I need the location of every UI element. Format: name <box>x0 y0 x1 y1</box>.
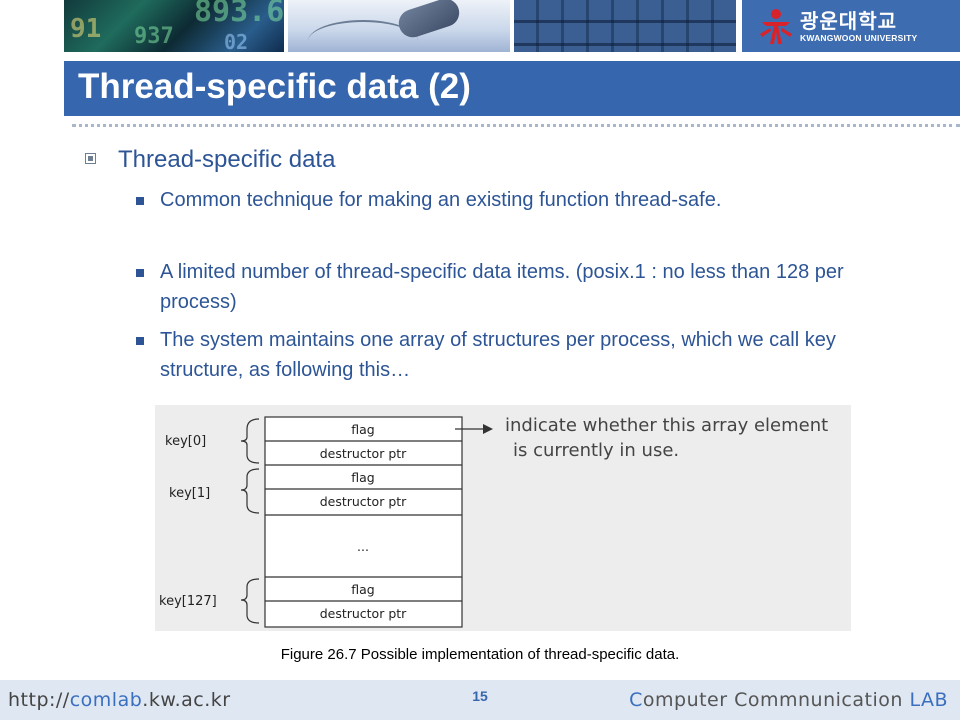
url-highlight: comlab <box>69 689 143 711</box>
title-divider <box>72 124 960 127</box>
university-name-english: KWANGWOON UNIVERSITY <box>800 33 918 43</box>
key-label: key[0] <box>165 434 206 449</box>
banner-number: 91 <box>70 14 102 44</box>
keyboard-image <box>514 0 736 52</box>
annotation-line: is currently in use. <box>513 440 679 461</box>
field-destructor: destructor ptr <box>320 494 407 509</box>
field-flag: flag <box>351 470 374 485</box>
lab-initial: C <box>629 689 643 711</box>
bullet-text: The system maintains one array of struct… <box>160 329 836 381</box>
key-structure-diagram: flag destructor ptr flag destructor ptr … <box>159 415 828 628</box>
url-suffix: .kw.ac.kr <box>142 689 231 711</box>
university-logo: 광운대학교 KWANGWOON UNIVERSITY <box>742 0 960 52</box>
title-bar: Thread-specific data (2) <box>64 61 960 116</box>
annotation-line: indicate whether this array element <box>505 415 828 436</box>
field-destructor: destructor ptr <box>320 446 407 461</box>
key-label: key[1] <box>169 486 210 501</box>
banner-number: 937 <box>134 24 174 49</box>
header-banner: 893.6 91 937 02 광운대학교 KWANGWOON UNIVERSI… <box>0 0 960 52</box>
square-bullet-icon <box>85 153 96 164</box>
stock-market-image: 893.6 91 937 02 <box>64 0 284 52</box>
lab-middle: omputer Commnunication <box>642 689 910 711</box>
key-structure-figure: flag destructor ptr flag destructor ptr … <box>155 405 851 631</box>
lab-url[interactable]: http://comlab.kw.ac.kr <box>8 689 231 711</box>
bullet-icon <box>136 269 144 277</box>
array-outline <box>264 416 463 628</box>
footer: http://comlab.kw.ac.kr 15 Computer Commn… <box>0 680 960 720</box>
bullet-text: A limited number of thread-specific data… <box>160 261 844 313</box>
heading-text: Thread-specific data <box>118 146 336 173</box>
key-label: key[127] <box>159 594 217 609</box>
bullet-icon <box>136 337 144 345</box>
university-emblem-icon <box>760 9 792 44</box>
url-prefix: http:// <box>8 689 70 711</box>
banner-number: 893.6 <box>194 0 284 29</box>
computer-mouse-image <box>288 0 510 52</box>
bullet-icon <box>136 197 144 205</box>
arrow-head-icon <box>483 424 493 434</box>
slide-title: Thread-specific data (2) <box>78 67 471 106</box>
bullet-text: Common technique for making an existing … <box>160 189 722 211</box>
university-name-korean: 광운대학교 <box>800 9 897 33</box>
field-flag: flag <box>351 582 374 597</box>
lab-suffix: LAB <box>909 689 948 711</box>
lab-name: Computer Commnunication LAB <box>629 689 948 711</box>
field-flag: flag <box>351 422 374 437</box>
ellipsis: ... <box>357 539 369 554</box>
field-destructor: destructor ptr <box>320 606 407 621</box>
figure-caption: Figure 26.7 Possible implementation of t… <box>280 646 680 663</box>
banner-number: 02 <box>224 30 249 52</box>
page-number: 15 <box>472 688 488 704</box>
